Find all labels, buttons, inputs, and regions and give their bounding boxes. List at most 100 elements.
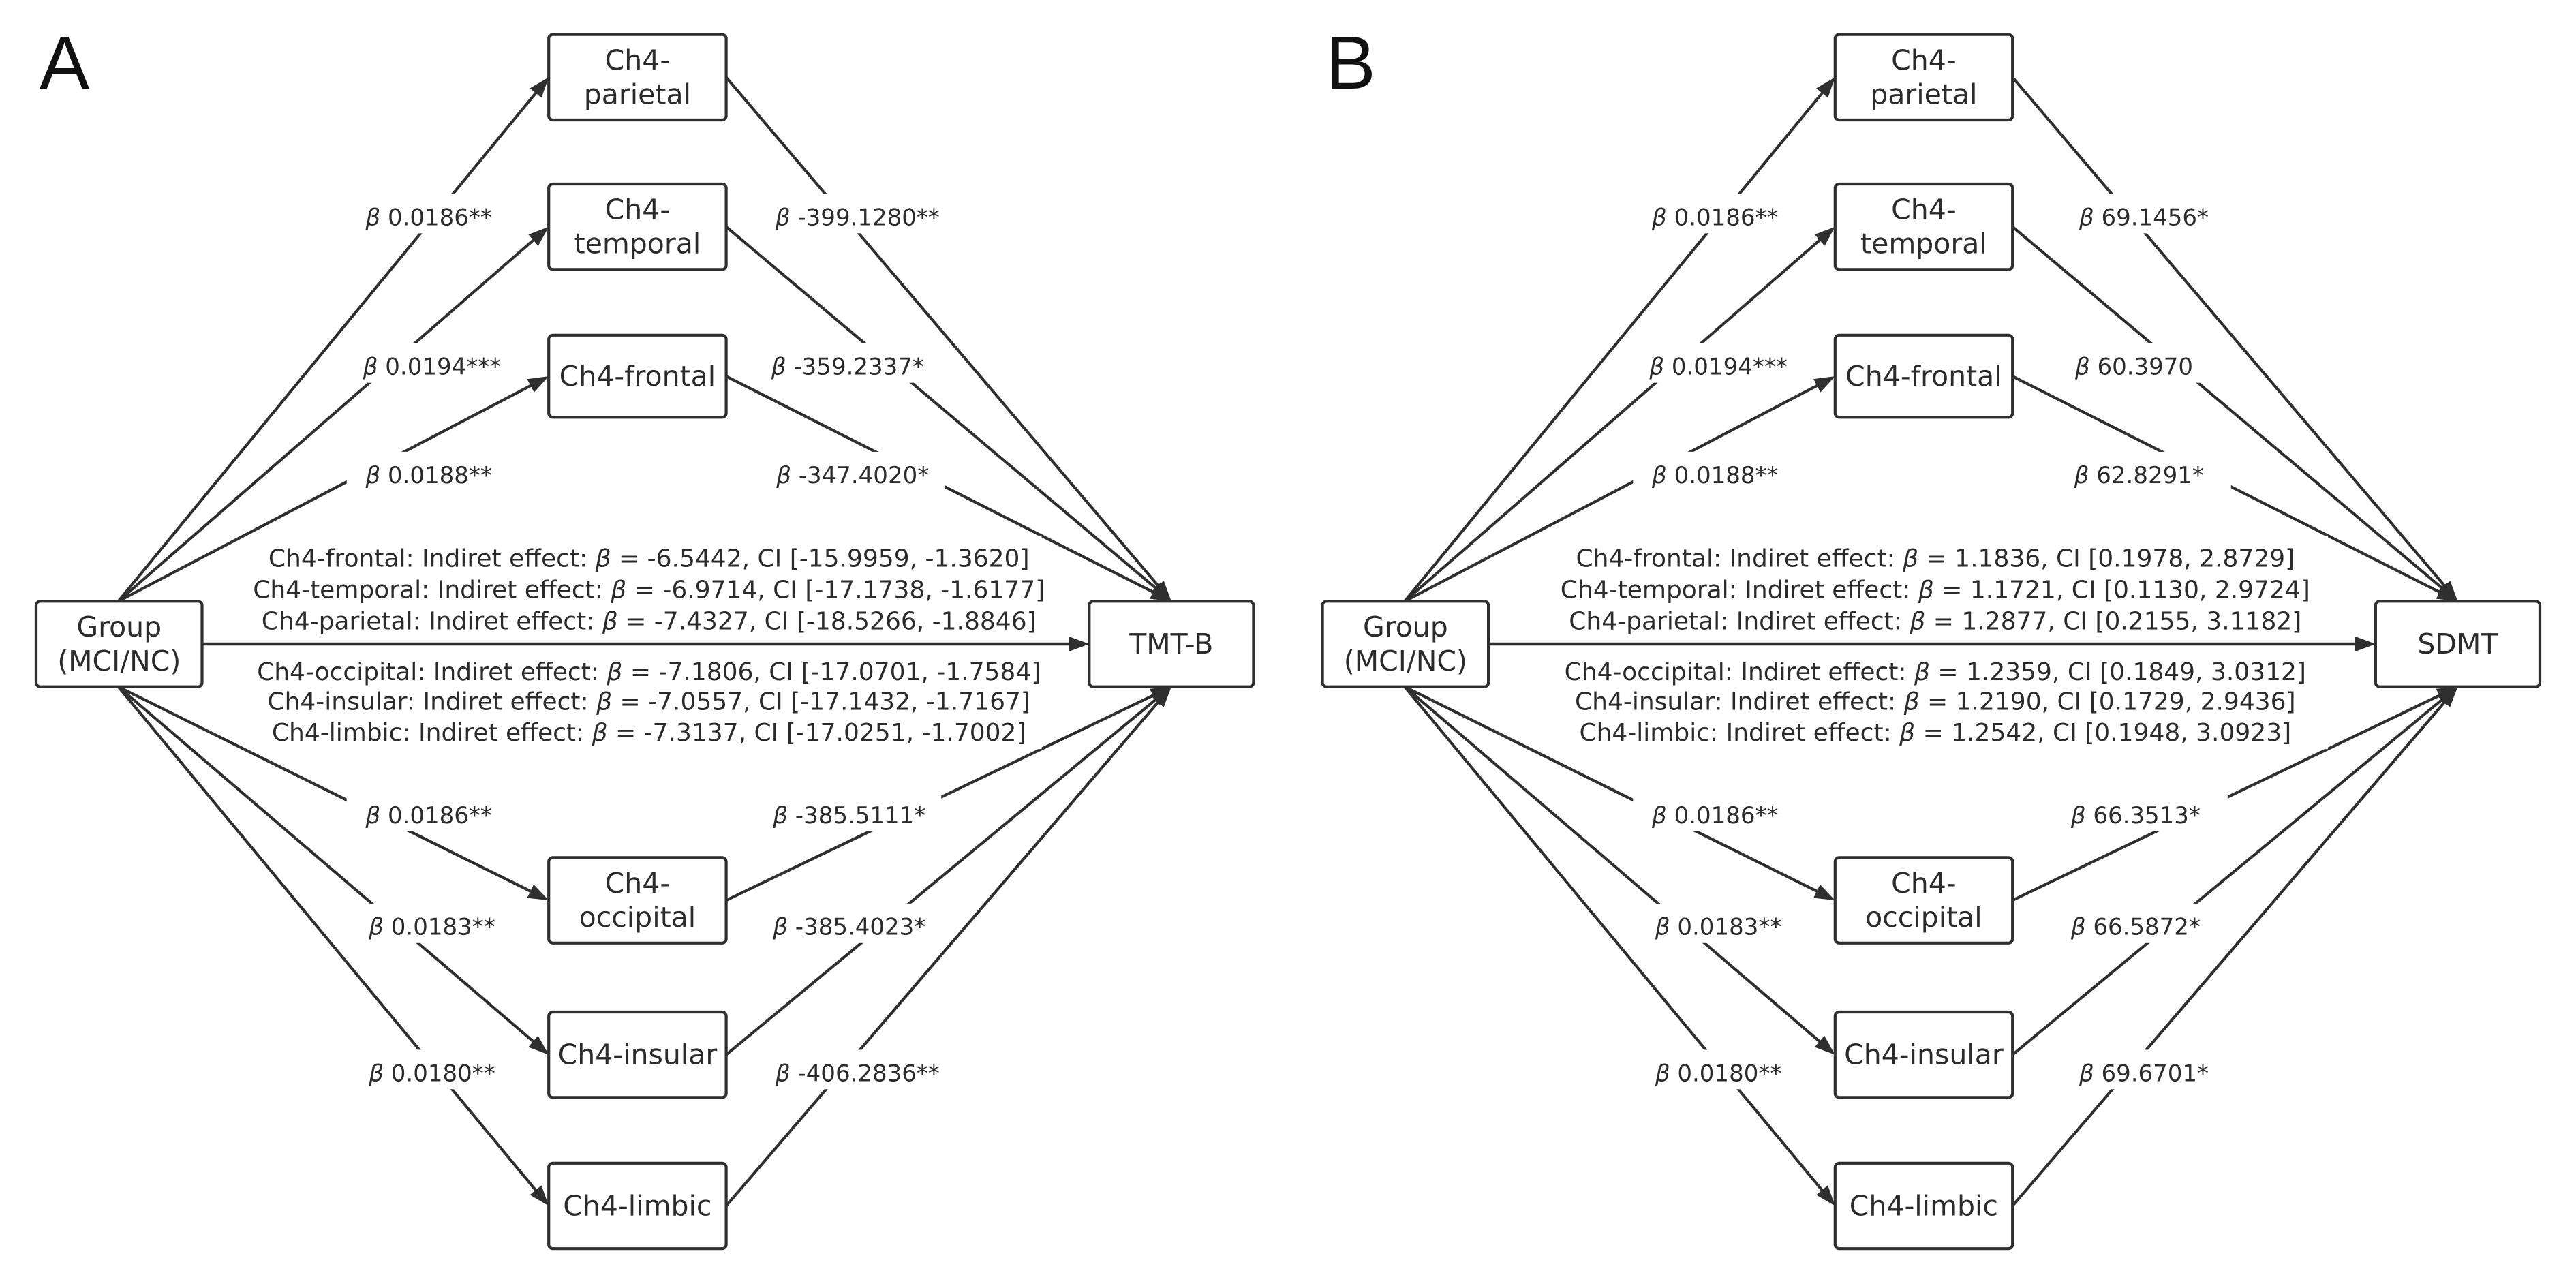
a-path-arrow-insular <box>1403 686 1826 1047</box>
direct-path-overlay <box>202 637 1090 651</box>
mediator-node-frontal-label: Ch4-frontal <box>559 360 716 393</box>
mediator-node-temporal-frame <box>547 182 728 271</box>
indirect-effect-text: Ch4-frontal: Indiret effect: β = -6.5442… <box>269 545 1030 573</box>
arrowhead <box>2438 686 2458 707</box>
mediator-node-parietal-label: parietal <box>584 78 691 110</box>
b-coefficient-frontal: β 62.8291* <box>2074 462 2204 489</box>
b-path-arrow-occipital <box>2012 691 2447 902</box>
b-coefficient-parietal: β -399.1280** <box>775 204 940 231</box>
a-path-arrow-parietal <box>1403 87 1828 602</box>
mediator-node-insular-label: Ch4-insular <box>1844 1039 2004 1071</box>
a-coefficient-insular: β 0.0183** <box>1655 914 1781 941</box>
mediator-node-insular: Ch4-insular <box>547 1010 728 1099</box>
label-halo <box>1633 792 1798 831</box>
arrowhead <box>1813 376 1835 393</box>
b-coefficient-occipital: β 66.3513* <box>2070 802 2201 829</box>
label-halo <box>2043 903 2228 943</box>
label-halo <box>1636 1049 1801 1090</box>
indirect-effect-text: Ch4-limbic: Indiret effect: β = -7.3137,… <box>272 719 1026 747</box>
panel-label: B <box>1325 21 1375 105</box>
b-path-arrow-temporal <box>725 226 1162 594</box>
a-coefficient-parietal: β 0.0186** <box>1651 204 1778 231</box>
direct-path-overlay <box>1488 637 2376 651</box>
arrowhead <box>2436 585 2458 602</box>
arrowhead <box>1814 1035 1835 1055</box>
label-halo <box>346 451 511 491</box>
a-path-arrow-parietal <box>117 87 542 602</box>
label-halo <box>346 194 511 234</box>
a-path-arrow-temporal <box>117 234 540 602</box>
label-halo <box>259 650 1042 750</box>
mediator-node-limbic-label: Ch4-limbic <box>1850 1190 1998 1223</box>
a-path-arrow-temporal <box>1403 234 1826 602</box>
mediator-node-temporal-label: Ch4- <box>605 194 671 226</box>
mediator-node-limbic: Ch4-limbic <box>547 1161 728 1251</box>
a-path-arrow-frontal <box>1404 381 1824 603</box>
panel-B: BGroup(MCI/NC)SDMTCh4-parietalCh4-tempor… <box>1321 21 2542 1251</box>
label-halo <box>2052 194 2236 234</box>
arrowhead <box>527 884 549 901</box>
mediator-node-insular-frame <box>547 1010 728 1099</box>
arrowhead <box>1152 686 1171 707</box>
b-coefficient-temporal: β -359.2337* <box>771 354 924 381</box>
arrowhead <box>528 1035 549 1055</box>
label-halo <box>1636 903 1801 943</box>
a-path-arrow-occipital <box>1404 685 1824 896</box>
mediator-node-occipital-label: Ch4- <box>1891 867 1957 900</box>
label-halo <box>259 535 1042 634</box>
mediator-node-parietal: Ch4-parietal <box>547 33 728 122</box>
indirect-effect-text: Ch4-temporal: Indiret effect: β = -6.971… <box>253 577 1045 604</box>
b-path-arrow-limbic <box>2011 696 2450 1207</box>
indirect-effect-text: Ch4-occipital: Indiret effect: β = 1.235… <box>1565 658 2306 686</box>
mediator-node-limbic-label: Ch4-limbic <box>563 1190 711 1223</box>
label-halo <box>765 194 950 234</box>
a-path-arrow-frontal <box>117 381 538 603</box>
mediator-node-parietal-frame <box>547 33 728 122</box>
a-path-arrow-limbic <box>1403 686 1828 1197</box>
mediator-node-temporal-label: Ch4- <box>1891 194 1957 226</box>
mediator-node-temporal-label: temporal <box>1860 228 1987 260</box>
panels-root: AGroup(MCI/NC)TMT-BCh4-parietalCh4-tempo… <box>34 21 2542 1251</box>
mediator-node-parietal-frame <box>1833 33 2014 122</box>
label-halo <box>761 451 945 491</box>
b-path-arrow-parietal <box>724 76 1164 592</box>
b-coefficient-insular: β 66.5872* <box>2070 914 2201 941</box>
arrowhead <box>1813 884 1835 901</box>
source-node-label: Group <box>1363 611 1448 643</box>
b-coefficient-parietal: β 69.1456* <box>2079 204 2209 231</box>
mediator-node-parietal-label: parietal <box>1870 78 1977 110</box>
arrowhead <box>1069 637 1090 651</box>
label-halo <box>765 1049 950 1090</box>
mediator-node-temporal: Ch4-temporal <box>1833 182 2014 271</box>
label-halo <box>2052 1049 2236 1090</box>
arrowhead <box>1816 1185 1835 1206</box>
mediator-node-limbic-frame <box>547 1161 728 1251</box>
a-path-arrow-insular <box>117 686 540 1047</box>
label-halo <box>757 903 942 943</box>
edges <box>117 76 1171 1207</box>
indirect-effect-text: Ch4-insular: Indiret effect: β = 1.2190,… <box>1575 688 2296 716</box>
a-path-arrow-occipital <box>117 685 538 896</box>
mediator-node-frontal-label: Ch4-frontal <box>1845 360 2002 393</box>
indirect-effect-text: Ch4-limbic: Indiret effect: β = 1.2542, … <box>1579 719 2291 747</box>
b-coefficient-insular: β -385.4023* <box>772 914 925 941</box>
a-coefficient-limbic: β 0.0180** <box>1655 1060 1781 1087</box>
mediator-node-occipital: Ch4-occipital <box>547 856 728 945</box>
label-halo <box>2042 343 2226 383</box>
b-path-arrow-parietal <box>2011 76 2451 592</box>
arrowhead <box>530 1185 549 1206</box>
a-coefficient-parietal: β 0.0186** <box>365 204 491 231</box>
b-path-arrow-limbic <box>724 696 1164 1207</box>
panel-A: AGroup(MCI/NC)TMT-BCh4-parietalCh4-tempo… <box>34 21 1255 1251</box>
mediator-node-frontal: Ch4-frontal <box>1833 333 2014 419</box>
mediator-node-occipital-frame <box>1833 856 2014 945</box>
label-halo <box>350 903 515 943</box>
b-path-arrow-occipital <box>725 691 1160 902</box>
panel-label: A <box>40 21 90 105</box>
label-halo <box>1633 194 1798 234</box>
label-halo <box>1633 451 1798 491</box>
mediator-node-limbic: Ch4-limbic <box>1833 1161 2014 1251</box>
outcome-node: TMT-B <box>1088 600 1255 688</box>
label-halo <box>2046 451 2231 491</box>
